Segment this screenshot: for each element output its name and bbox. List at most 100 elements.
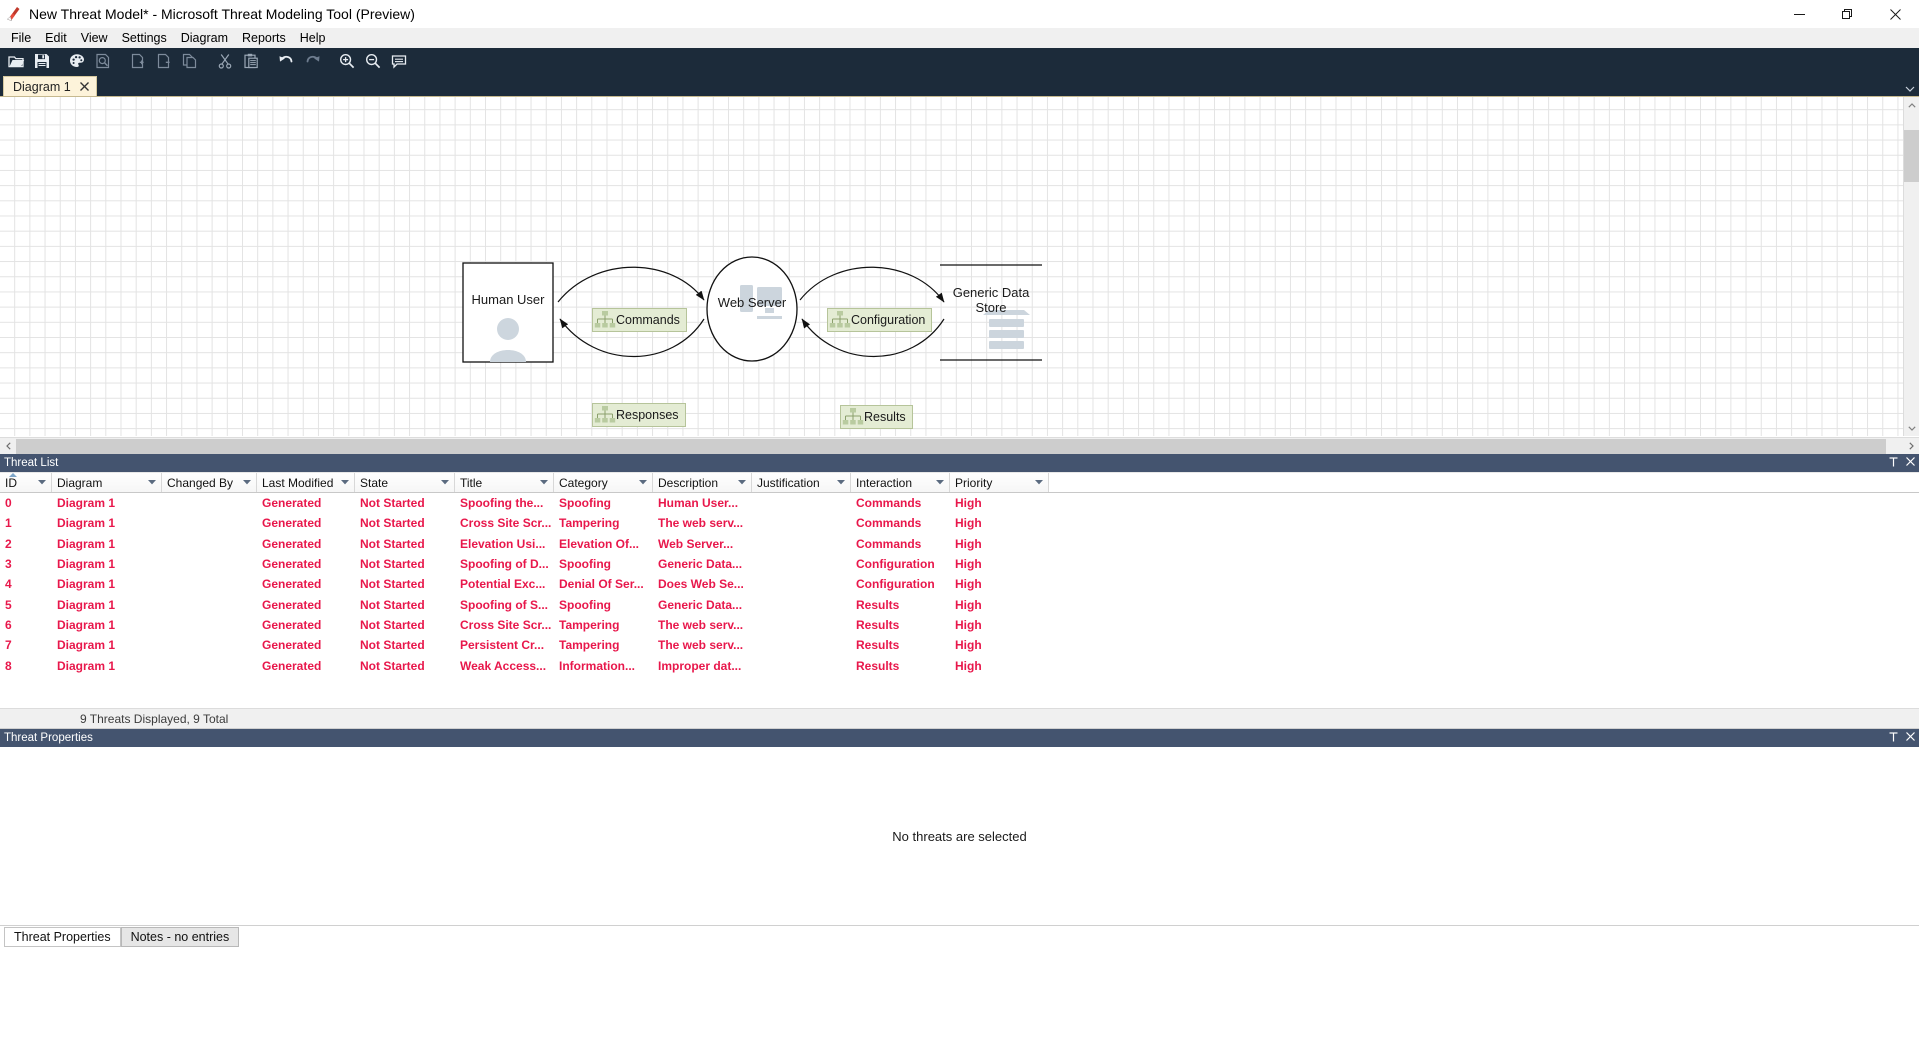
remove-diagram-icon[interactable] [152,49,176,73]
diagram-canvas[interactable]: Human User Web Server Generic Data Store… [0,97,1903,436]
threat-cell-diagram: Diagram 1 [57,658,116,673]
pin-icon[interactable] [1889,731,1898,745]
column-filter-chevron-down-icon[interactable] [38,478,51,487]
menu-view[interactable]: View [80,31,108,45]
column-filter-chevron-down-icon[interactable] [837,478,850,487]
column-filter-chevron-down-icon[interactable] [540,478,553,487]
column-filter-chevron-down-icon[interactable] [243,478,256,487]
title-bar: New Threat Model* - Microsoft Threat Mod… [0,0,1919,28]
column-header-changed_by[interactable]: Changed By [162,473,257,492]
close-button[interactable] [1871,0,1919,28]
menu-help[interactable]: Help [299,31,326,45]
column-filter-chevron-down-icon[interactable] [936,478,949,487]
threat-properties-panel: No threats are selected [0,747,1919,925]
pin-icon[interactable] [1889,456,1898,470]
tab-threat-properties[interactable]: Threat Properties [4,926,121,947]
close-icon[interactable] [1906,732,1915,744]
column-header-description[interactable]: Description [653,473,752,492]
flow-label-responses[interactable]: Responses [592,403,686,427]
column-filter-chevron-down-icon[interactable] [148,478,161,487]
column-header-justify[interactable]: Justification [752,473,851,492]
column-header-category[interactable]: Category [554,473,653,492]
flow-commands-arrow [557,266,705,303]
palette-icon[interactable] [65,49,89,73]
canvas-horizontal-scroll-thumb[interactable] [16,439,1886,454]
canvas-vertical-scroll-thumb[interactable] [1904,130,1919,182]
canvas-horizontal-scrollbar[interactable] [0,437,1919,454]
threat-cell-description: Human User... [658,496,739,511]
maximize-button[interactable] [1823,0,1871,28]
column-filter-chevron-down-icon[interactable] [1035,478,1048,487]
column-header-id[interactable]: ID [0,473,52,492]
tab-overflow-chevron-down-icon[interactable] [1905,84,1915,94]
column-header-priority[interactable]: Priority [950,473,1049,492]
column-header-diagram[interactable]: Diagram [52,473,162,492]
tab-notes[interactable]: Notes - no entries [120,926,240,947]
undo-icon[interactable] [274,49,298,73]
scroll-up-icon[interactable] [1904,97,1919,113]
add-diagram-icon[interactable] [126,49,150,73]
column-header-last_mod[interactable]: Last Modified [257,473,355,492]
minimize-button[interactable] [1775,0,1823,28]
column-header-state[interactable]: State [355,473,455,492]
flow-label-results[interactable]: Results [840,405,913,429]
diagram-view-icon[interactable] [91,49,115,73]
toolbar-separator-1 [55,49,64,73]
canvas-vertical-scrollbar[interactable] [1903,97,1919,436]
flow-label-commands[interactable]: Commands [592,308,687,332]
column-filter-chevron-down-icon[interactable] [738,478,751,487]
threat-cell-interaction: Results [856,617,900,632]
scroll-down-icon[interactable] [1904,420,1919,436]
menu-reports[interactable]: Reports [242,31,286,45]
zoom-out-icon[interactable] [361,49,385,73]
toolbar [0,48,1919,74]
column-filter-chevron-down-icon[interactable] [639,478,652,487]
threat-cell-diagram: Diagram 1 [57,597,116,612]
threat-cell-changed_by [162,574,257,594]
diagram-canvas-area: Human User Web Server Generic Data Store… [0,96,1919,454]
zoom-in-icon[interactable] [335,49,359,73]
threat-cell-id: 0 [5,496,12,511]
threat-cell-id: 6 [5,617,12,632]
threat-cell-category: Denial Of Ser... [559,577,644,592]
threat-cell-state: Not Started [360,557,425,572]
threat-cell-interaction: Configuration [856,577,935,592]
threat-cell-category: Tampering [559,617,620,632]
open-icon[interactable] [4,49,28,73]
tab-close-icon[interactable] [79,81,89,93]
threat-cell-title: Potential Exc... [460,577,546,592]
menu-diagram[interactable]: Diagram [180,31,228,45]
copy-diagram-icon[interactable] [178,49,202,73]
threat-cell-last_mod: Generated [262,658,322,673]
scroll-right-icon[interactable] [1903,438,1919,454]
menu-settings[interactable]: Settings [121,31,167,45]
column-header-interaction[interactable]: Interaction [851,473,950,492]
menu-file[interactable]: File [11,31,32,45]
redo-icon[interactable] [300,49,324,73]
save-icon[interactable] [30,49,54,73]
tab-diagram-1[interactable]: Diagram 1 [3,76,97,96]
column-filter-chevron-down-icon[interactable] [341,478,354,487]
column-filter-chevron-down-icon[interactable] [441,478,454,487]
threat-cell-last_mod: Generated [262,597,322,612]
close-icon[interactable] [1906,457,1915,469]
cut-icon[interactable] [213,49,237,73]
paste-icon[interactable] [239,49,263,73]
scroll-left-icon[interactable] [0,438,16,454]
comment-icon[interactable] [387,49,411,73]
threat-cell-description: Does Web Se... [658,577,744,592]
column-header-label: Priority [955,475,993,490]
menu-edit[interactable]: Edit [45,31,67,45]
flow-label-configuration[interactable]: Configuration [827,308,933,332]
column-header-title[interactable]: Title [455,473,554,492]
